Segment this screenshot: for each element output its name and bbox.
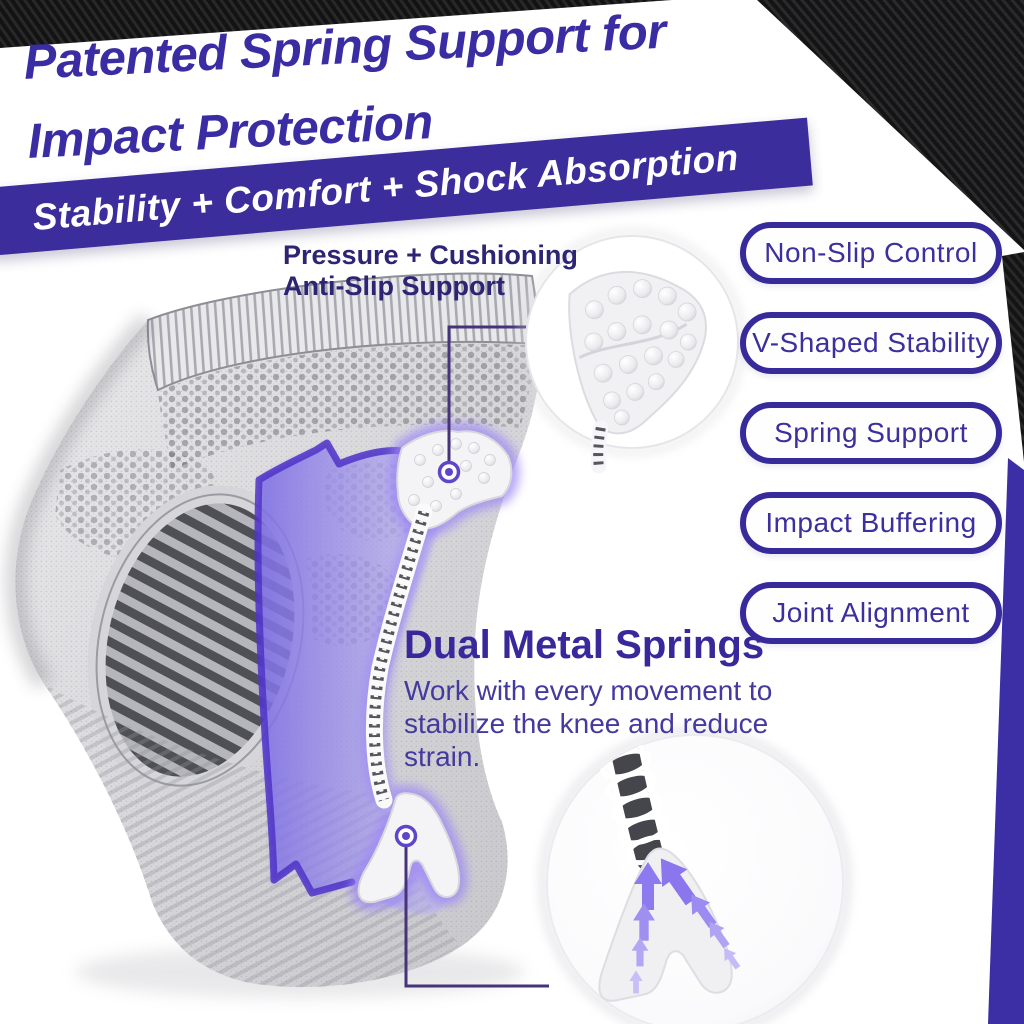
- connector-bottom: [404, 846, 549, 988]
- feature-pill-spring-support: Spring Support: [740, 402, 1002, 464]
- dual-springs-desc-line-2: stabilize the knee and reduce: [404, 708, 769, 739]
- dual-springs-desc-line-1: Work with every movement to: [404, 675, 773, 706]
- dual-springs-desc-line-3: strain.: [404, 741, 481, 772]
- force-arrows: [629, 858, 741, 994]
- dual-springs-heading: Dual Metal Springs: [404, 623, 765, 667]
- embedded-spring: [350, 423, 520, 911]
- target-marker-top: [437, 460, 461, 484]
- inset-top-circle: [518, 228, 746, 474]
- pressure-callout-line-2: Anti-Slip Support: [283, 271, 505, 301]
- connector-top: [447, 325, 531, 462]
- target-marker-bottom: [394, 824, 418, 848]
- feature-pill-impact-buffering: Impact Buffering: [740, 492, 1002, 554]
- v-pad-closeup: [598, 847, 733, 1002]
- feature-pill-v-shaped-stability: V-Shaped Stability: [740, 312, 1002, 374]
- pressure-callout: Pressure + Cushioning Anti-Slip Support: [283, 240, 578, 302]
- callout-connectors: [404, 325, 549, 988]
- spring-coil: [365, 503, 433, 809]
- dual-springs-description: Work with every movement to stabilize th…: [404, 674, 772, 773]
- spring-bottom-pad: [357, 792, 460, 904]
- feature-pill-non-slip-control: Non-Slip Control: [740, 222, 1002, 284]
- pressure-callout-line-1: Pressure + Cushioning: [283, 240, 578, 270]
- feature-pill-joint-alignment: Joint Alignment: [740, 582, 1002, 644]
